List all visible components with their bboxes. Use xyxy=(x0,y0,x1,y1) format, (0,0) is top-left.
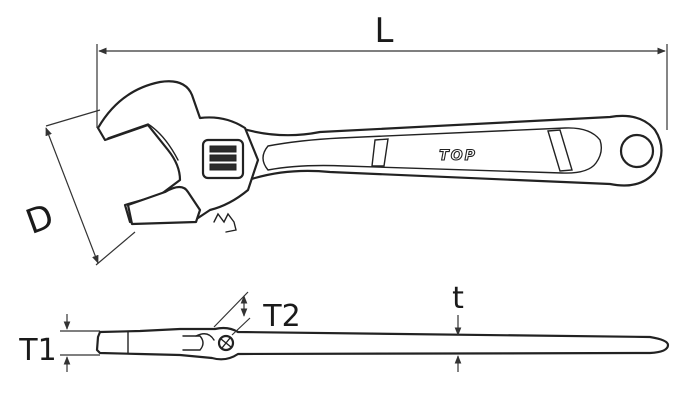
worm-gear xyxy=(209,145,237,171)
wrench-side-view xyxy=(95,326,670,361)
label-jaw-thickness: T2 xyxy=(262,299,300,334)
side-jaw-slot xyxy=(182,335,204,351)
wrench-handle xyxy=(213,114,663,192)
label-handle-thickness: t xyxy=(452,281,464,316)
hang-hole xyxy=(619,133,655,169)
label-head-thickness: T1 xyxy=(18,333,56,368)
dimension-head-thickness: T1 xyxy=(18,314,100,372)
wrench-head xyxy=(96,80,260,224)
brand-logo: TOP xyxy=(439,148,477,164)
label-length: L xyxy=(375,11,394,51)
dimension-handle-thickness: t xyxy=(452,281,464,372)
wrench-top-view: TOP xyxy=(96,80,663,233)
grip-band-right xyxy=(547,129,573,172)
side-jaw-hook xyxy=(195,333,215,341)
label-jaw-capacity: D xyxy=(21,196,59,243)
side-profile xyxy=(95,326,670,361)
dimension-length: L xyxy=(96,11,668,130)
movable-jaw xyxy=(126,185,202,226)
handle-recess xyxy=(262,127,603,174)
dimension-jaw-thickness: T2 xyxy=(213,291,301,336)
fixed-jaw xyxy=(107,123,179,161)
grip-band-left xyxy=(371,138,389,167)
rack-teeth xyxy=(213,212,237,233)
